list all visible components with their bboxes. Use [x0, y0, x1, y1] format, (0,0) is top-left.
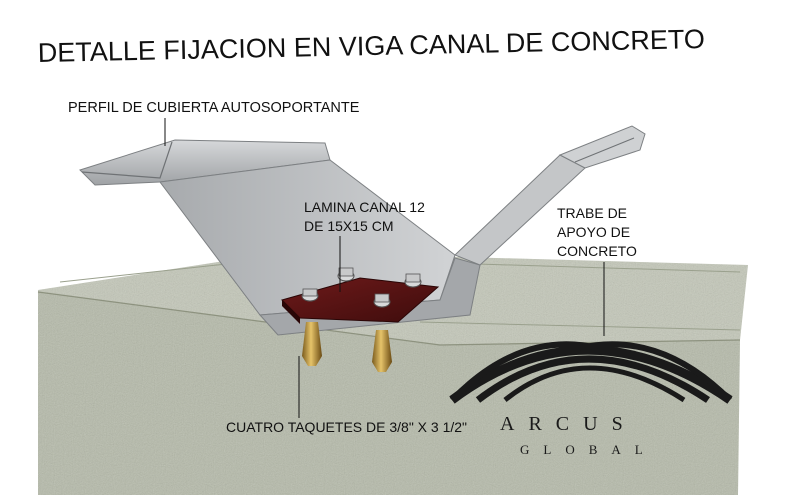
beam-edge-line [37, 291, 741, 346]
deck-right-wing [558, 125, 646, 169]
leader-lines [164, 118, 605, 418]
label-beam-3: CONCRETO [557, 243, 637, 259]
channel-plate [281, 277, 440, 324]
arcus-global-logo: ARCUS GLOBAL [449, 341, 733, 457]
label-channel-plate-2: DE 15X15 CM [304, 218, 393, 234]
page-title: DETALLE FIJACION EN VIGA CANAL DE CONCRE… [37, 24, 705, 68]
deck-right-rib [574, 137, 635, 163]
label-deck-profile: PERFIL DE CUBIERTA AUTOSOPORTANTE [68, 100, 360, 116]
channel-plate-edge [282, 300, 300, 324]
logo-subtitle: GLOBAL [520, 442, 657, 457]
beam-groove-line-2 [419, 321, 741, 331]
bolt-head [404, 273, 422, 288]
anchor [372, 330, 392, 372]
bolt-head [301, 288, 319, 302]
bolt-head [337, 267, 355, 282]
bolt-head [373, 293, 391, 308]
plate-bolts [301, 267, 422, 308]
label-anchors: CUATRO TAQUETES DE 3/8" X 3 1/2" [226, 419, 467, 435]
anchor [302, 322, 322, 366]
logo-arches-icon [449, 341, 733, 404]
beam-front-face-texture [38, 292, 740, 495]
deck-left-wall [159, 159, 456, 316]
deck-left-rib [81, 141, 173, 179]
label-beam-2: APOYO DE [557, 224, 630, 240]
logo-name: ARCUS [500, 413, 637, 435]
label-channel-plate-1: LAMINA CANAL 12 [304, 199, 425, 215]
label-beam-1: TRABE DE [557, 205, 627, 221]
anchors [302, 322, 392, 372]
concrete-beam [37, 252, 748, 495]
